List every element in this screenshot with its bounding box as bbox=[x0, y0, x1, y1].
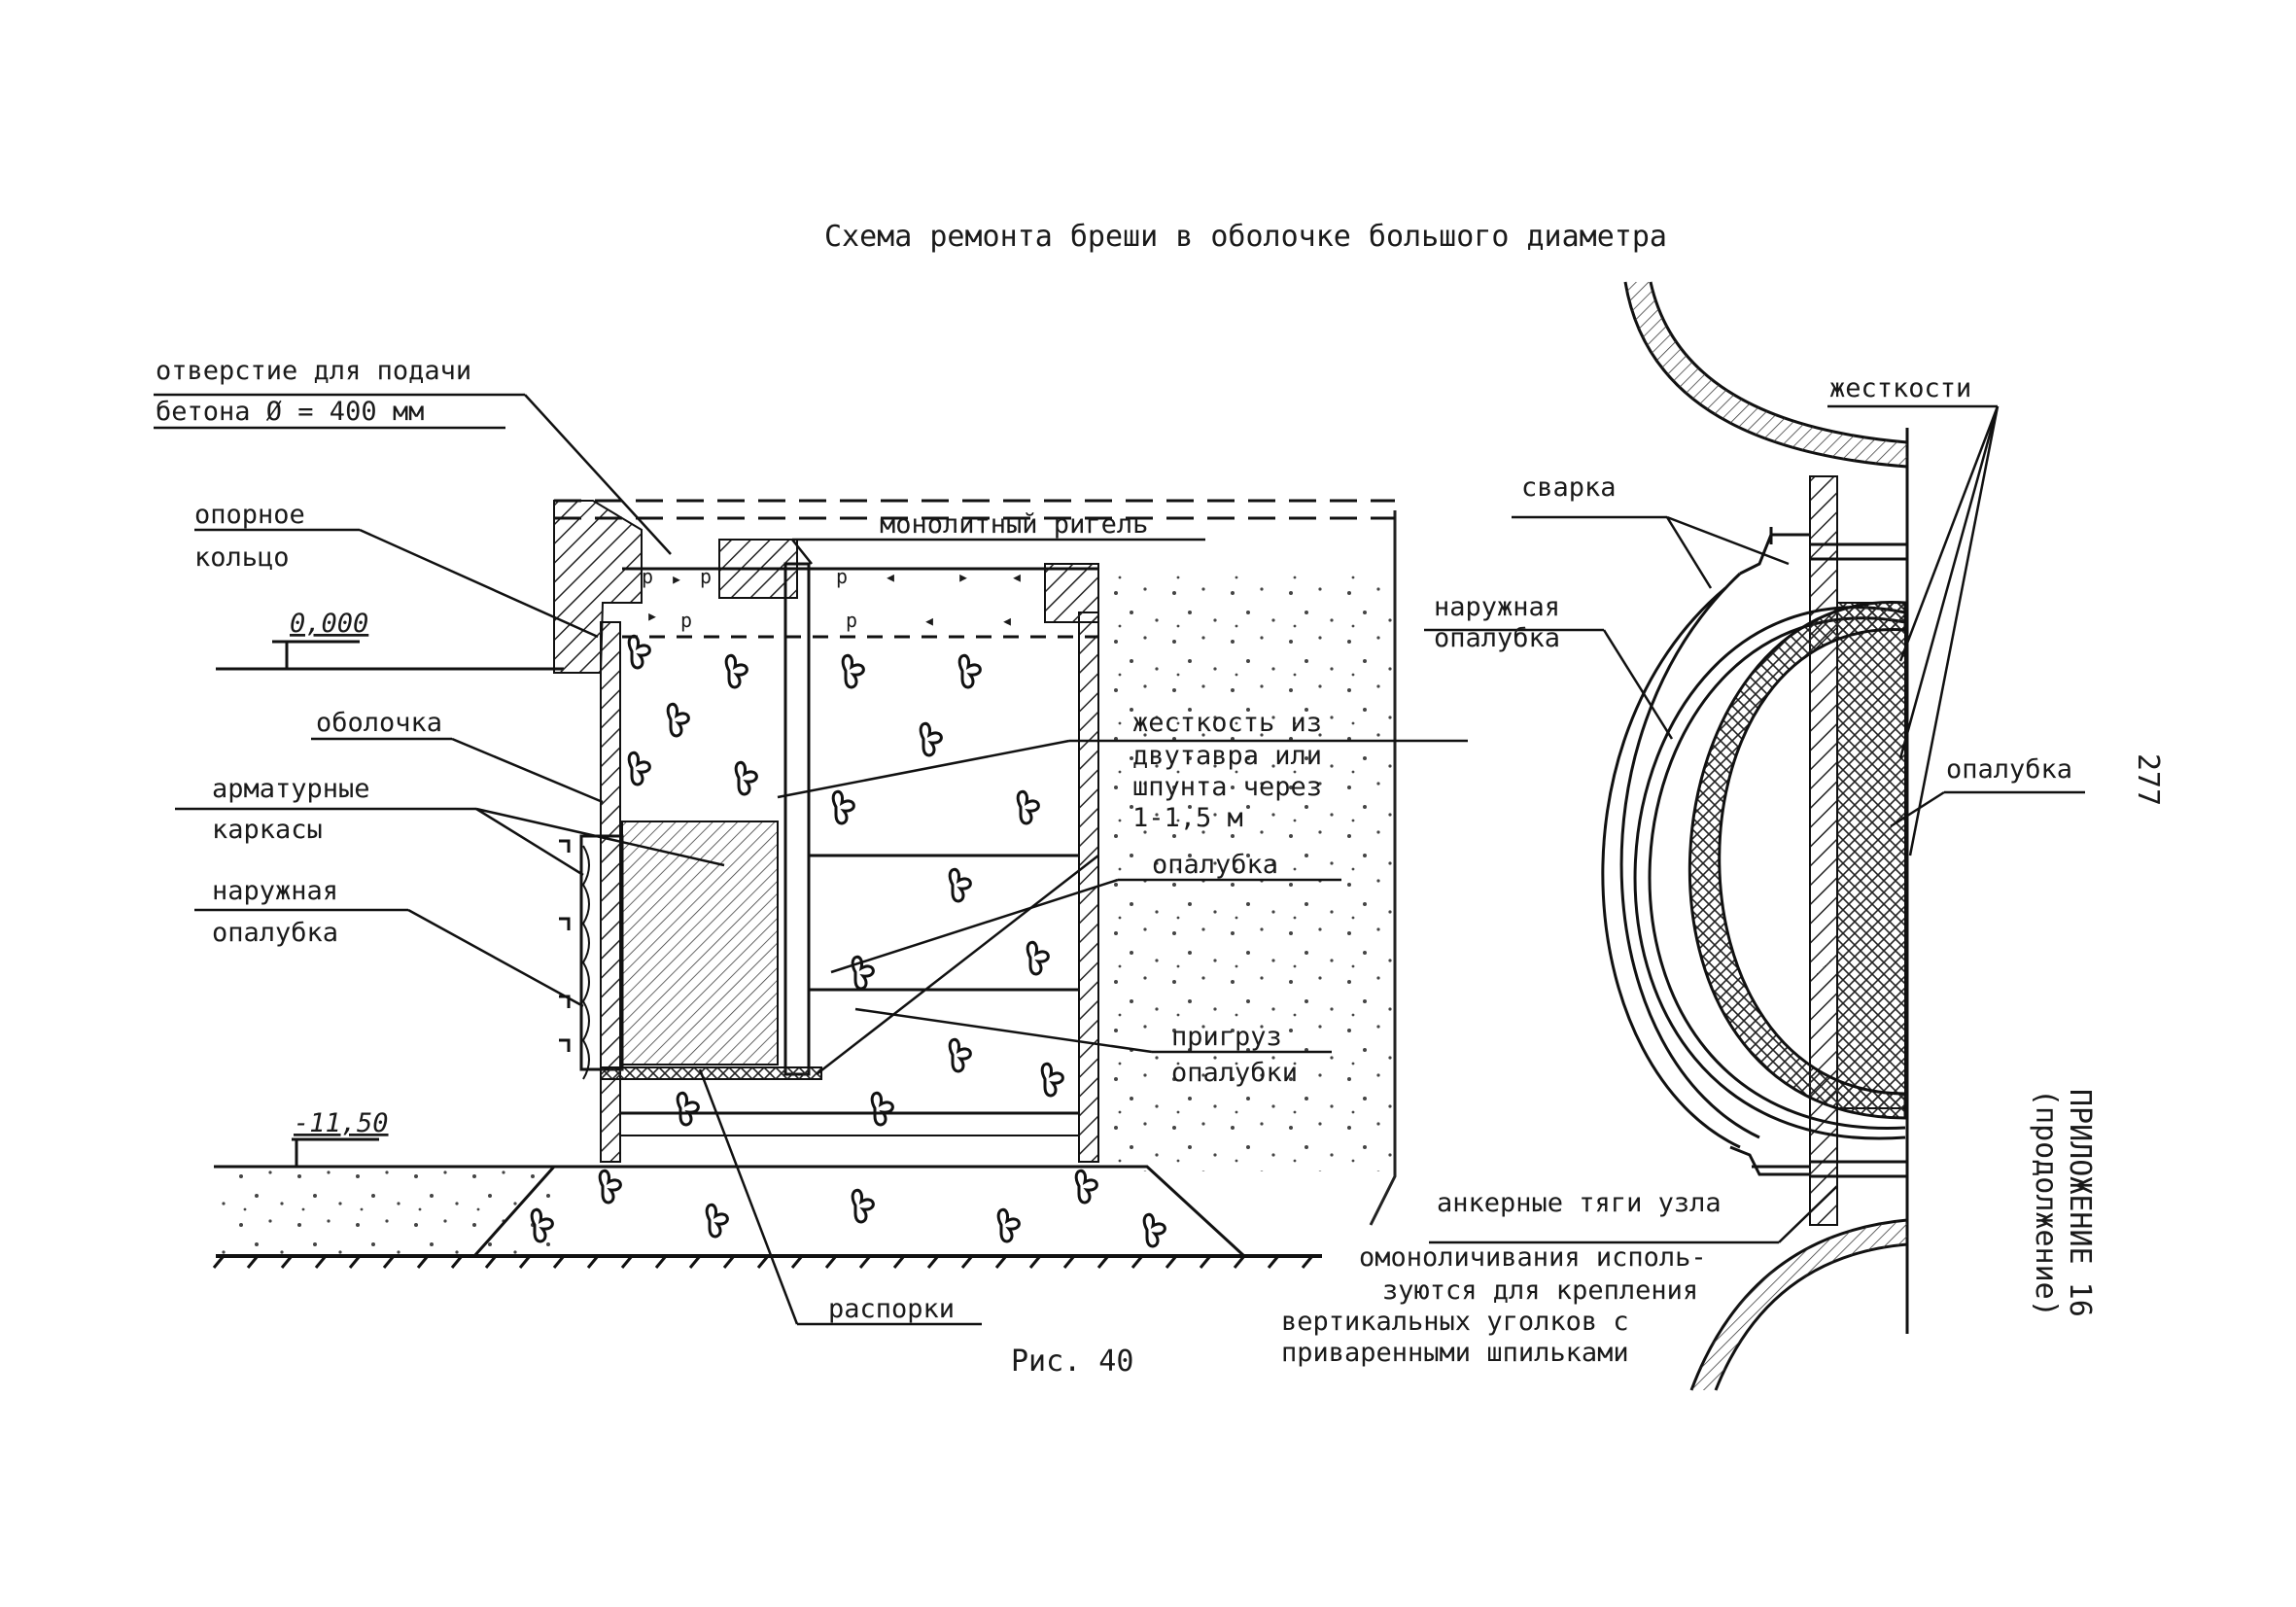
svg-text:◂: ◂ bbox=[923, 609, 935, 632]
label-anchor-3: зуются для крепления bbox=[1382, 1275, 1698, 1306]
label-r-stiff: жесткости bbox=[1829, 373, 1971, 403]
plan-wall-strip bbox=[1809, 475, 1838, 1226]
label-outer-form-1: наружная bbox=[212, 876, 338, 906]
label-r-weld: сварка bbox=[1521, 472, 1617, 503]
level-marker-bottom bbox=[292, 1137, 379, 1167]
ring-block-right bbox=[1044, 563, 1099, 623]
bearing-ring bbox=[553, 500, 643, 674]
label-struts: распорки bbox=[828, 1294, 955, 1324]
label-load-2: опалубки bbox=[1171, 1058, 1298, 1088]
svg-text:p: p bbox=[846, 609, 857, 632]
cage-ticks bbox=[559, 839, 571, 1052]
label-r-outer-2: опалубка bbox=[1434, 623, 1560, 653]
outer-formwork-waves bbox=[581, 845, 590, 1080]
label-outer-form-2: опалубка bbox=[212, 918, 338, 948]
plan-shell-top-inner bbox=[1649, 281, 1908, 444]
svg-text:p: p bbox=[642, 565, 653, 588]
stone-bedding bbox=[472, 1165, 1246, 1258]
ground-hatching bbox=[212, 1255, 1314, 1269]
label-anchor-1: анкерные тяги узла bbox=[1437, 1188, 1722, 1218]
page-number: 277 bbox=[2131, 753, 2165, 806]
svg-text:p: p bbox=[836, 565, 848, 588]
plan-breach-shell bbox=[1687, 601, 1907, 1120]
label-hole-2: бетона Ø = 400 мм bbox=[156, 397, 424, 427]
label-ring-1: опорное bbox=[194, 500, 305, 530]
label-shell: оболочка bbox=[316, 708, 442, 738]
plan-outer-formwork-arc bbox=[1601, 586, 1741, 1149]
svg-text:p: p bbox=[680, 609, 692, 632]
label-load-1: пригруз bbox=[1171, 1022, 1282, 1052]
plan-formwork-strip bbox=[1836, 602, 1906, 1109]
plan-shell-bottom-inner bbox=[1714, 1242, 1908, 1391]
label-stiff-3: шпунта через bbox=[1132, 772, 1322, 802]
appendix-line-2: (продолжение) bbox=[2029, 1089, 2063, 1317]
backfill-sand bbox=[1103, 574, 1395, 1171]
label-r-form: опалубка bbox=[1946, 754, 2072, 785]
breach-bottom-slab bbox=[600, 1066, 822, 1080]
monolithic-girder bbox=[554, 499, 1395, 639]
label-hole-1: отверстие для подачи bbox=[156, 356, 471, 386]
leader-lines-left bbox=[154, 393, 1468, 1326]
stiffener-profile bbox=[783, 562, 811, 1076]
breach-plug bbox=[621, 821, 779, 1066]
label-anchor-4: вертикальных уголков с bbox=[1281, 1307, 1629, 1337]
figure-caption: Рис. 40 bbox=[1011, 1345, 1133, 1379]
level-bottom-label: -11,50 bbox=[294, 1108, 389, 1138]
level-top-label: 0,000 bbox=[290, 609, 368, 639]
svg-text:◂: ◂ bbox=[1001, 609, 1013, 632]
weld-brackets bbox=[1729, 527, 1907, 1178]
svg-text:p: p bbox=[700, 565, 712, 588]
label-anchor-2: омоноличивания исполь- bbox=[1359, 1242, 1707, 1273]
shell-wall-left bbox=[600, 621, 621, 1163]
label-ring-2: кольцо bbox=[194, 542, 290, 573]
level-marker-top bbox=[272, 640, 360, 669]
drawing-title: Схема ремонта бреши в оболочке большого … bbox=[824, 220, 1667, 254]
appendix-line-1: ПРИЛОЖЕНИЕ 16 bbox=[2063, 1089, 2097, 1317]
label-stiff-4: 1-1,5 м bbox=[1132, 803, 1243, 833]
backfill-edge bbox=[1369, 510, 1397, 1226]
label-formwork: опалубка bbox=[1152, 850, 1278, 880]
svg-text:◂: ◂ bbox=[885, 565, 896, 588]
svg-text:▸: ▸ bbox=[646, 604, 658, 627]
label-stiff-1: жесткость из bbox=[1132, 708, 1322, 738]
label-anchor-5: приваренными шпильками bbox=[1281, 1338, 1629, 1368]
leader-lines-right bbox=[1424, 404, 2085, 1244]
svg-text:▸: ▸ bbox=[671, 567, 682, 590]
label-cages-1: арматурные bbox=[212, 774, 370, 804]
plan-breach-outer-formwork bbox=[1633, 606, 1906, 1140]
label-r-outer-1: наружная bbox=[1434, 592, 1560, 622]
seabed-sand bbox=[214, 1167, 554, 1254]
label-stiff-2: двутавра или bbox=[1132, 741, 1322, 771]
svg-text:▸: ▸ bbox=[957, 565, 969, 588]
label-girder: монолитный ригель bbox=[880, 509, 1148, 540]
svg-text:◂: ◂ bbox=[1011, 565, 1023, 588]
label-cages-2: каркасы bbox=[212, 815, 323, 845]
